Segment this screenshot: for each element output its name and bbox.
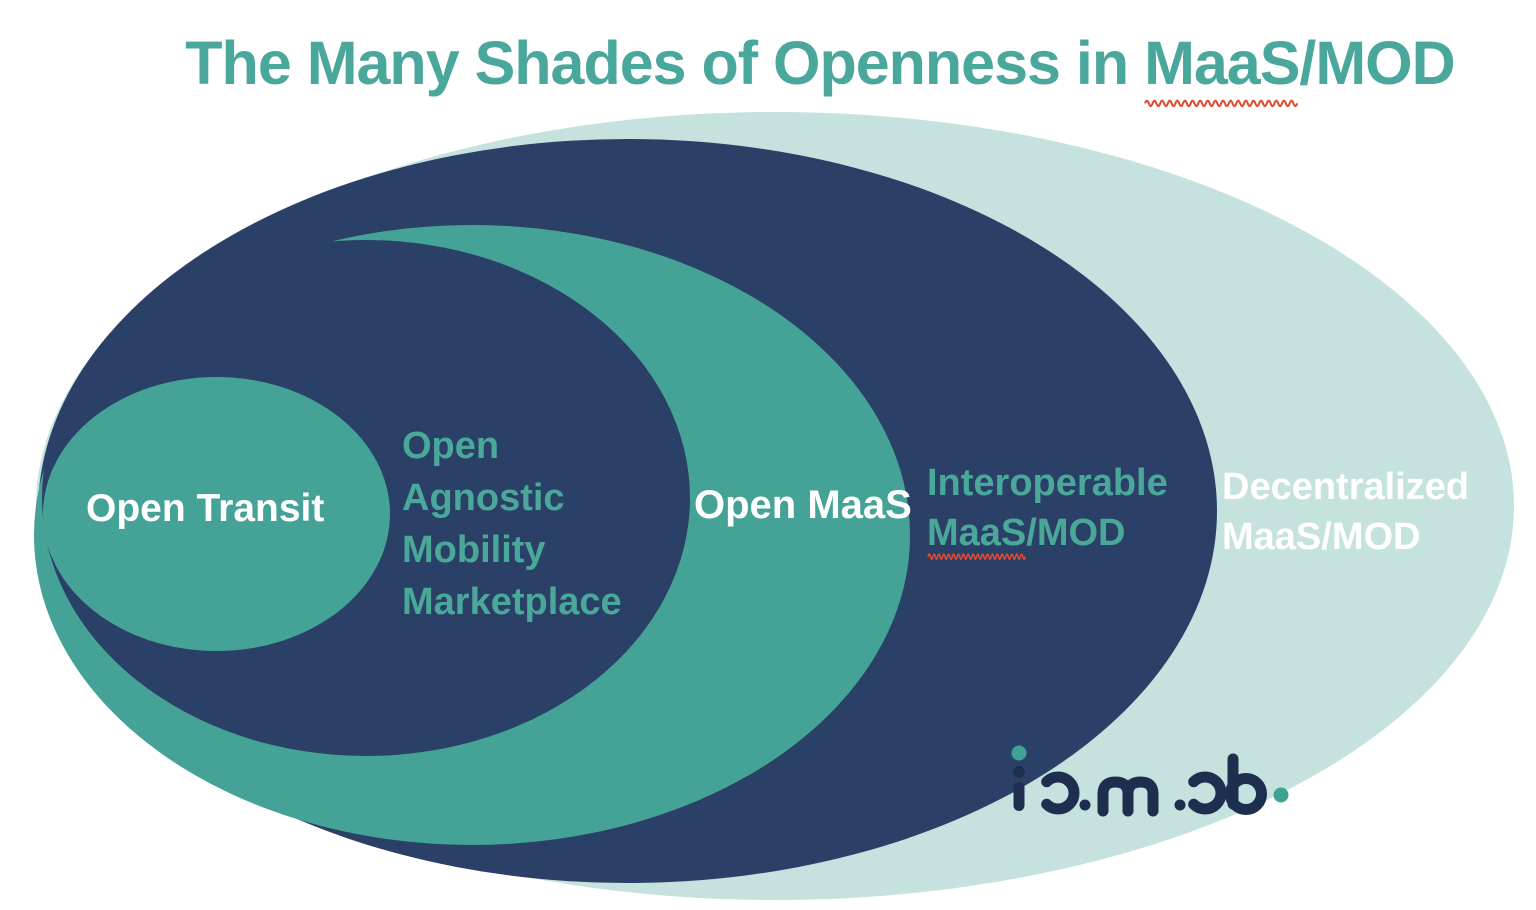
ring-label-open-maas: Open MaaS [694, 483, 912, 528]
ring-label-interoperable-maas-mod: Interoperable MaaS/MOD [927, 458, 1168, 561]
logo-period-icon [1273, 787, 1289, 803]
spellcheck-squiggle-icon [927, 553, 1026, 561]
label-line: Mobility [402, 529, 546, 571]
ring-label-decentralized-maas-mod: Decentralized MaaS/MOD [1222, 462, 1469, 562]
ring-label-open-transit: Open Transit [86, 487, 324, 531]
logo-i-tittle-icon [1011, 745, 1027, 761]
ellipse-open-transit [43, 377, 390, 651]
title-spellcheck-word: MaaS [1144, 29, 1300, 108]
spellcheck-squiggle-icon [1144, 99, 1299, 108]
label-line: Open Transit [86, 487, 325, 530]
label-line: Open MaaS [694, 483, 912, 527]
ring-label-open-agnostic-mobility-marketplace: Open Agnostic Mobility Marketplace [402, 420, 622, 628]
page-title: The Many Shades of Openness in MaaS/MOD [110, 28, 1530, 108]
iomob-logo [1011, 745, 1289, 817]
label-line: MaaS/MOD [1222, 516, 1421, 558]
label-line: Decentralized [1222, 466, 1470, 508]
label-line: Marketplace [402, 581, 622, 623]
title-word: MaaS [1144, 29, 1300, 97]
label-word: MaaS [927, 512, 1027, 554]
interop-spellcheck-word: MaaS [927, 512, 1027, 561]
label-line: Open [402, 425, 500, 467]
label-line: MaaS/MOD [927, 508, 1168, 561]
title-prefix: The Many Shades of Openness in [185, 29, 1145, 97]
label-line: Interoperable [927, 462, 1168, 504]
label-word: /MOD [1026, 512, 1126, 554]
title-suffix: /MOD [1299, 29, 1455, 97]
label-line: Agnostic [402, 477, 565, 519]
